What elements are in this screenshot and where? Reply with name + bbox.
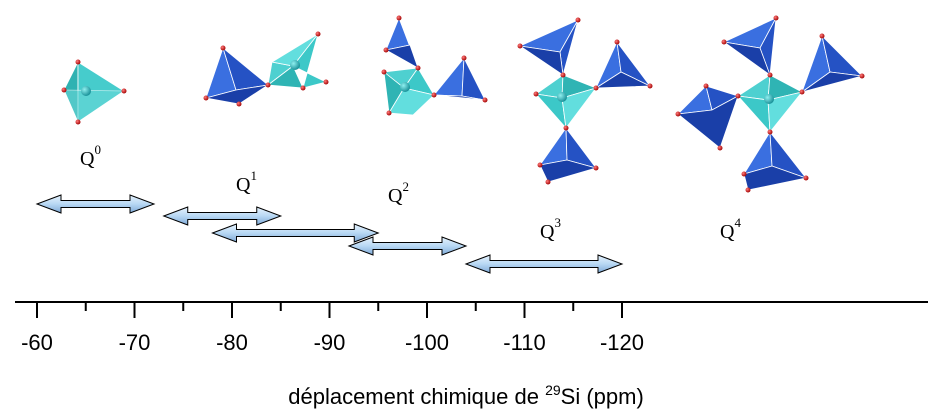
tick-label: -70 [119,330,151,355]
q1-exponent: 1 [250,168,257,183]
q0-range-arrow [35,194,156,214]
axis-title-isotope: 29 [545,382,561,398]
q0-letter: Q [80,148,95,170]
chemical-shift-axis: -60 -70 -80 -90 -100 -110 -120 [15,301,928,355]
q4-letter: Q [720,221,735,243]
q4-label: Q4 [720,215,741,243]
q2-letter: Q [388,185,403,207]
tick-label: -120 [600,330,644,355]
axis-title-suffix: Si (ppm) [561,384,644,409]
range-arrows [35,194,624,274]
q0-label: Q0 [80,142,101,170]
q1-letter: Q [236,174,251,196]
tick-label: -80 [216,330,248,355]
q3-letter: Q [540,221,555,243]
q2-label: Q2 [388,179,409,207]
q2-exponent: 2 [402,179,409,194]
q1-structure [203,31,329,107]
q1-range-arrow [162,206,283,226]
q2-range-arrow [211,223,380,243]
q4-exponent: 4 [734,215,741,230]
q0-structure [61,59,127,125]
q4-range-arrow [464,254,624,274]
tick-label: -110 [503,330,545,355]
tick-label: -90 [314,330,346,355]
q3-structure [517,17,653,185]
tick-label: -100 [405,330,449,355]
axis-title: déplacement chimique de 29Si (ppm) [288,382,644,409]
q1-label: Q1 [236,168,257,196]
q2-structure [381,15,488,116]
q3-range-arrow [347,236,468,256]
q0-exponent: 0 [94,142,101,157]
q3-exponent: 3 [554,215,561,230]
tick-label: -60 [21,330,53,355]
q3-label: Q3 [540,215,561,243]
axis-ticks: -60 -70 -80 -90 -100 -110 -120 [21,302,644,355]
axis-title-prefix: déplacement chimique de [288,384,545,409]
q4-structure [675,15,865,193]
